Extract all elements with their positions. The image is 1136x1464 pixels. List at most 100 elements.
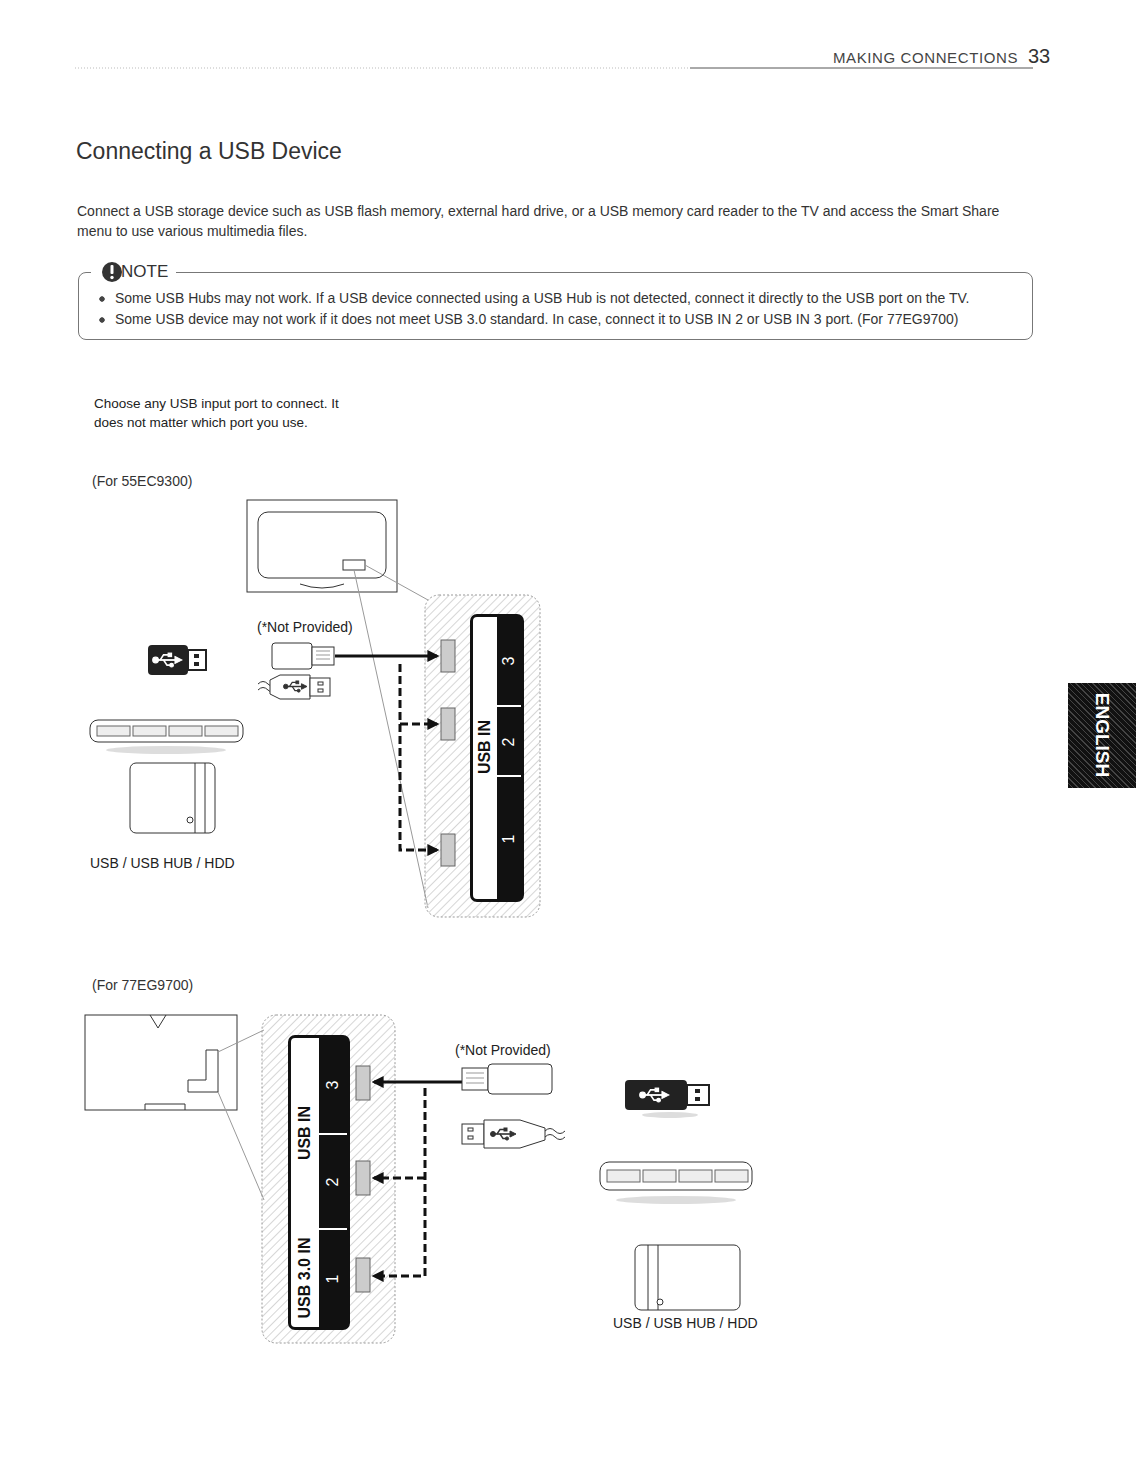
intro-paragraph: Connect a USB storage device such as USB… xyxy=(77,201,1037,241)
connection-arrow xyxy=(374,1081,462,1084)
port-number: 1 xyxy=(325,1275,341,1284)
port-number: 2 xyxy=(501,738,517,747)
usb-hub xyxy=(90,720,243,742)
tv-back-outline xyxy=(343,560,365,570)
usb-hub xyxy=(106,746,226,754)
card-reader xyxy=(316,651,330,659)
external-hdd xyxy=(657,1299,663,1305)
card-reader xyxy=(488,1064,552,1094)
tv-back-outline xyxy=(247,500,397,592)
usb-cable xyxy=(491,1128,517,1140)
device-caption: USB / USB HUB / HDD xyxy=(90,855,235,871)
usb-port xyxy=(441,640,455,672)
usb-dongle xyxy=(148,645,206,675)
usb-dongle xyxy=(625,1080,709,1118)
usb-cable xyxy=(468,1136,473,1139)
note-icon xyxy=(101,261,123,283)
usb-cable xyxy=(318,689,323,692)
usb-port xyxy=(441,834,455,866)
usb-port xyxy=(356,1066,370,1292)
tv-back-outline xyxy=(85,1015,237,1110)
port-number: 2 xyxy=(325,1178,341,1187)
not-provided-note: (*Not Provided) xyxy=(455,1042,551,1058)
external-hdd xyxy=(187,817,193,823)
external-hdd xyxy=(195,763,205,833)
header-rule xyxy=(75,68,690,69)
usb-dongle xyxy=(642,1112,698,1118)
leader-line xyxy=(218,1092,264,1200)
page-title: Connecting a USB Device xyxy=(76,138,342,165)
usb-port xyxy=(441,640,455,866)
external-hdd xyxy=(635,1245,740,1310)
leader-line xyxy=(218,1030,264,1052)
card-reader xyxy=(272,643,312,669)
usb-hub xyxy=(616,1196,736,1204)
tv-back-outline xyxy=(85,1015,237,1110)
language-label: ENGLISH xyxy=(1093,693,1112,777)
port-number-cell: 1 xyxy=(497,775,521,899)
port-number-cell: 3 xyxy=(319,1038,347,1133)
tv-back-outline xyxy=(188,1050,218,1092)
note-icon xyxy=(110,276,113,279)
usb-cable xyxy=(462,1124,484,1144)
usb-hub xyxy=(715,1170,748,1182)
usb-port-panel: USB INUSB 3.0 IN321 xyxy=(288,1035,350,1330)
card-reader xyxy=(466,1073,484,1083)
card-reader xyxy=(462,1064,552,1094)
tv-back-outline xyxy=(300,584,344,588)
usb-dongle xyxy=(695,1097,700,1101)
connection-arrow xyxy=(335,656,437,850)
device-caption: USB / USB HUB / HDD xyxy=(613,1315,758,1331)
port-number-cell: 1 xyxy=(319,1228,347,1327)
port-number-cell: 2 xyxy=(497,705,521,775)
note-box: NOTESome USB Hubs may not work. If a USB… xyxy=(78,272,1033,340)
instruction-note: Choose any USB input port to connect. It… xyxy=(94,394,356,432)
usb-cable xyxy=(270,675,310,699)
usb-dongle xyxy=(640,1088,669,1102)
usb-hub xyxy=(133,726,166,736)
usb-cable xyxy=(318,682,323,685)
connection-arrow xyxy=(400,723,437,726)
usb-dongle xyxy=(188,650,206,670)
port-number: 1 xyxy=(501,835,517,844)
tv-back-outline xyxy=(145,1104,185,1110)
page-number: 33 xyxy=(1028,45,1050,68)
usb-hub xyxy=(679,1170,712,1182)
port-number-cell: 3 xyxy=(497,617,521,705)
card-reader xyxy=(312,647,334,665)
model-caption: (For 55EC9300) xyxy=(92,473,192,489)
note-bullet: Some USB Hubs may not work. If a USB dev… xyxy=(93,289,1016,308)
tv-back-outline xyxy=(247,500,397,592)
external-hdd xyxy=(130,763,215,833)
note-icon xyxy=(102,262,122,282)
connection-arrow xyxy=(374,1177,425,1180)
usb-dongle xyxy=(148,645,188,675)
tv-back-outline xyxy=(258,512,386,578)
not-provided-note: (*Not Provided) xyxy=(257,619,353,635)
usb-cable xyxy=(468,1128,473,1131)
usb-dongle xyxy=(194,662,199,666)
port-label: USB 3.0 IN xyxy=(297,1238,313,1319)
card-reader xyxy=(462,1068,488,1090)
usb-cable xyxy=(258,675,330,699)
model-caption: (For 77EG9700) xyxy=(92,977,193,993)
external-hdd xyxy=(648,1245,658,1310)
port-number-cell: 2 xyxy=(319,1133,347,1228)
usb-hub xyxy=(600,1162,752,1204)
connection-arrow xyxy=(335,655,437,658)
usb-hub xyxy=(600,1162,752,1190)
usb-cable xyxy=(545,1129,565,1140)
usb-dongle xyxy=(625,1080,687,1110)
port-number: 3 xyxy=(501,657,517,666)
usb-dongle xyxy=(153,653,182,667)
leader-line xyxy=(365,565,428,600)
leader-line xyxy=(218,1030,264,1200)
language-tab: ENGLISH xyxy=(1068,683,1136,788)
connection-arrow xyxy=(374,1082,462,1276)
usb-dongle xyxy=(194,654,199,658)
leader-line xyxy=(354,565,428,908)
usb-cable xyxy=(484,1120,545,1148)
usb-port xyxy=(441,708,455,740)
external-hdd xyxy=(635,1245,740,1310)
usb-hub xyxy=(169,726,202,736)
